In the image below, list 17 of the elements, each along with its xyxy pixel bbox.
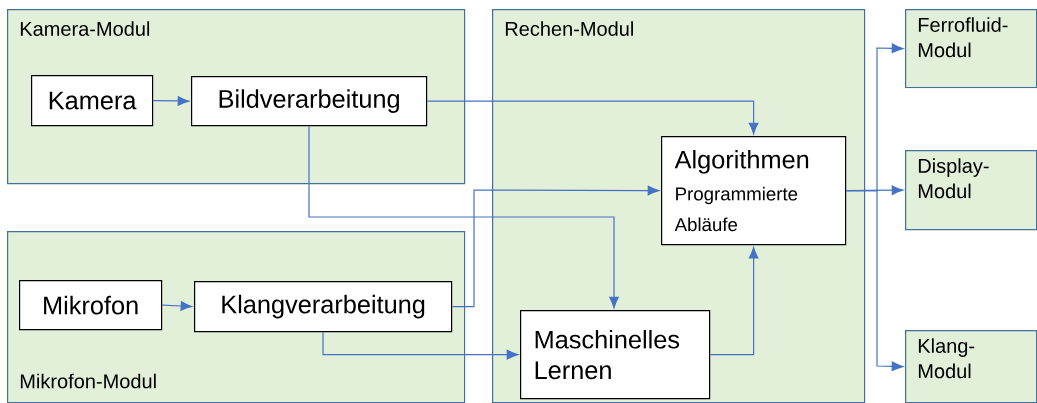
arrow (709, 246, 759, 356)
arrow (451, 185, 660, 308)
module-box: Ferrofluid- Modul (905, 9, 1037, 89)
arrow (426, 100, 759, 135)
arrow (308, 125, 619, 309)
arrow (152, 96, 190, 106)
process-box: Algorithmen Programmierte Abläufe (661, 136, 847, 246)
arrow (322, 331, 519, 360)
process-box: Mikrofon (19, 280, 163, 331)
arrow (161, 301, 193, 311)
module-box: Klang- Modul (905, 330, 1037, 403)
process-box: Kamera (31, 75, 154, 127)
process-box: Bildverarbeitung (191, 76, 428, 127)
process-box: Maschinelles Lernen (520, 310, 711, 400)
process-box: Klangverarbeitung (194, 281, 453, 333)
module-box: Display- Modul (905, 150, 1037, 231)
arrow (845, 190, 904, 372)
